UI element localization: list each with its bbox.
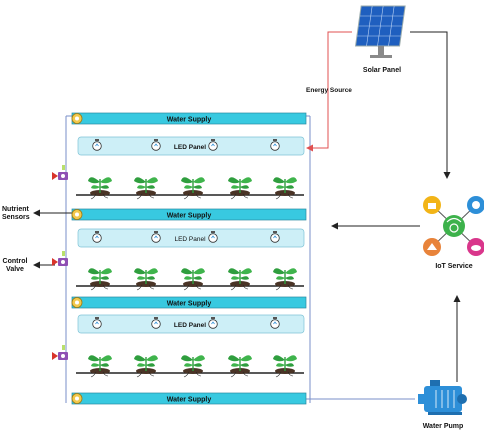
energy-line	[306, 31, 352, 152]
led-panel-label: LED Panel	[174, 236, 206, 243]
plant-icon	[88, 355, 112, 378]
plant-icon	[273, 268, 297, 291]
water-supply-label: Water Supply	[167, 117, 212, 124]
plant-icon	[273, 355, 297, 378]
bulb-icon	[92, 139, 102, 151]
solar-to-iot-line	[410, 31, 451, 179]
plant-icon	[181, 177, 205, 200]
led-panel-label: LED Panel	[174, 322, 206, 329]
water-supply-label: Water Supply	[167, 397, 212, 404]
bulb-icon	[270, 139, 280, 151]
solar-panel-icon	[354, 5, 406, 58]
valve-icon	[52, 251, 68, 266]
plant-icon	[88, 268, 112, 291]
plant-icon	[134, 355, 158, 378]
led-panel-label: LED Panel	[174, 144, 206, 151]
led-panel	[77, 136, 305, 156]
water-pump-label: Water Pump	[423, 423, 464, 430]
pump-icon	[418, 380, 467, 415]
plant-icon	[181, 355, 205, 378]
bulb-icon	[208, 317, 218, 329]
bulb-icon	[151, 231, 161, 243]
nutrient-sensors-label: Nutrient Sensors	[2, 206, 30, 221]
energy-source-label: Energy Source	[306, 87, 352, 94]
bulb-icon	[151, 139, 161, 151]
plant-icon	[228, 268, 252, 291]
led-panel	[77, 228, 305, 248]
water-supply-label: Water Supply	[167, 213, 212, 220]
plant-icon	[228, 355, 252, 378]
led-panel	[77, 314, 305, 334]
water-supply-label: Water Supply	[167, 301, 212, 308]
bulb-icon	[151, 317, 161, 329]
plant-icon	[134, 177, 158, 200]
iot-service-label: IoT Service	[435, 263, 472, 270]
plant-icon	[88, 177, 112, 200]
plant-icon	[134, 268, 158, 291]
valve-icon	[52, 345, 68, 360]
plant-icon	[228, 177, 252, 200]
bulb-icon	[270, 231, 280, 243]
bulb-icon	[208, 231, 218, 243]
plant-icon	[273, 177, 297, 200]
bulb-icon	[208, 139, 218, 151]
plant-icon	[181, 268, 205, 291]
bulb-icon	[92, 231, 102, 243]
valve-icon	[52, 165, 68, 180]
bulb-icon	[92, 317, 102, 329]
control-valve-label: Control Valve	[2, 258, 28, 273]
iot-hub-icon	[423, 196, 484, 256]
solar-panel-label: Solar Panel	[363, 67, 401, 74]
bulb-icon	[270, 317, 280, 329]
